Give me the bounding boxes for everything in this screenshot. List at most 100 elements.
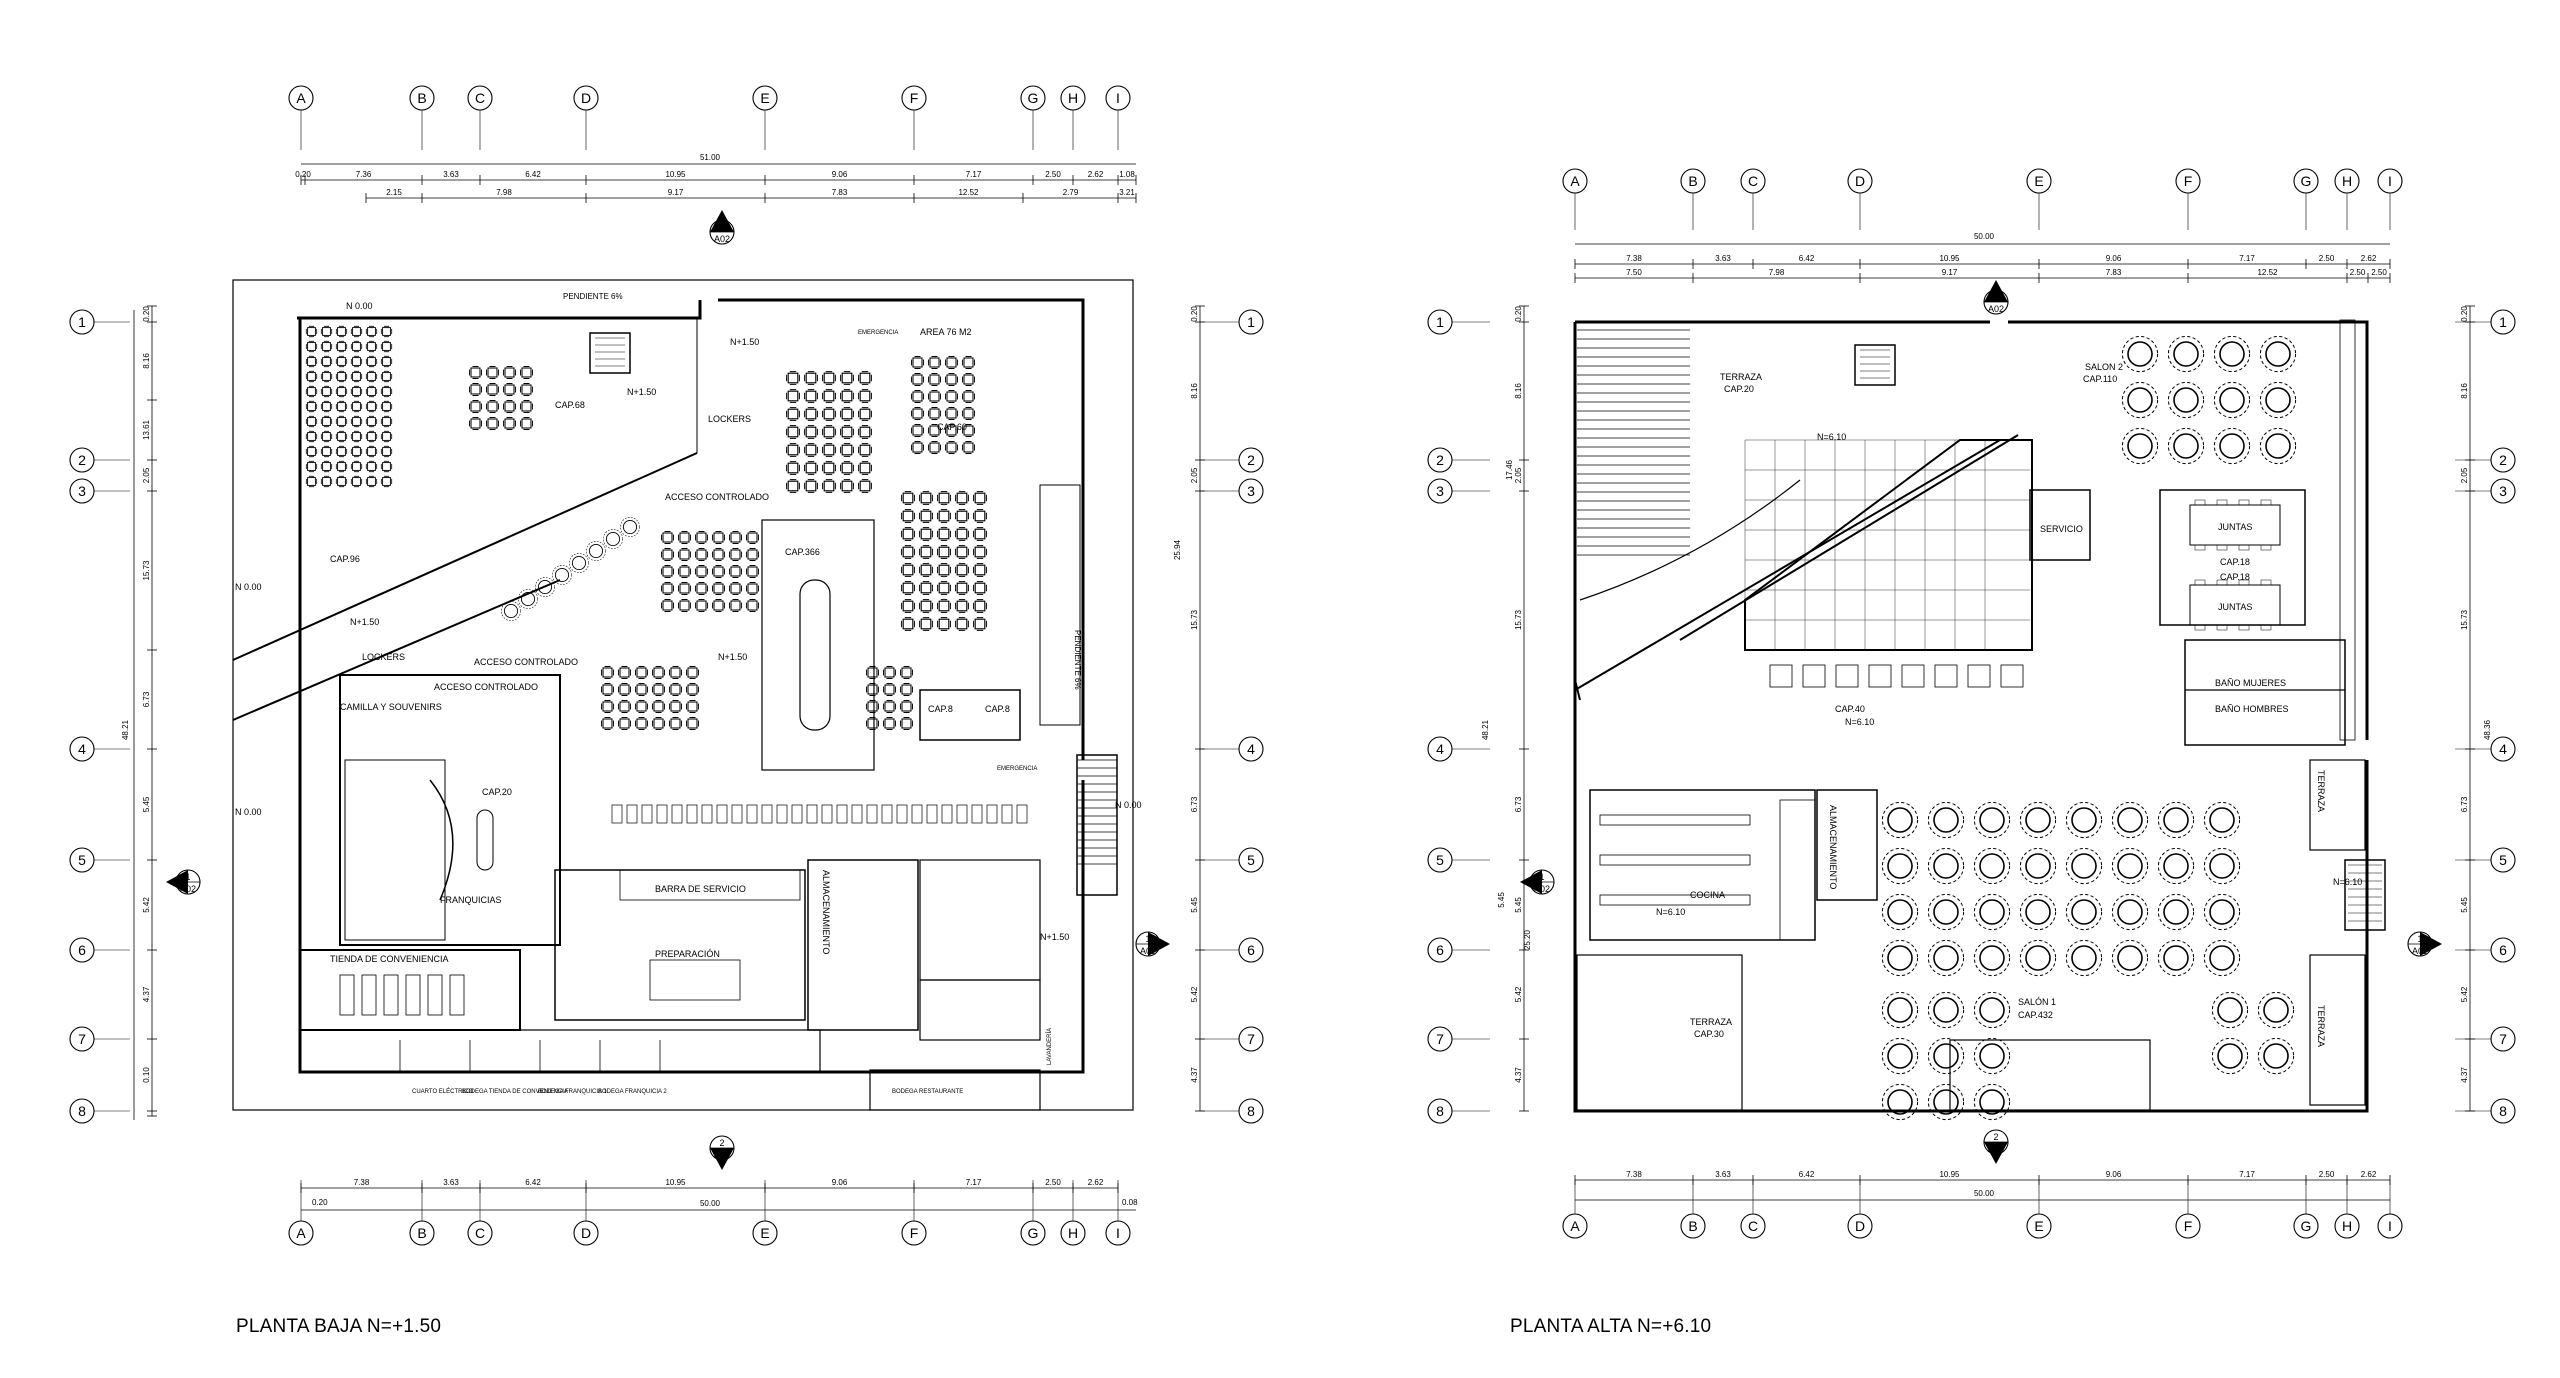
dining-seat: [786, 407, 800, 421]
room-label-cocina: COCINA: [1690, 890, 1725, 900]
dim-bottom-row1-label: 7.17: [966, 1178, 982, 1187]
dining-seat: [919, 509, 933, 523]
grid-bubble-right-7-label: 7: [2499, 1031, 2507, 1047]
dining-seat: [685, 682, 700, 697]
dining-seat: [910, 355, 925, 370]
salon1-round-table: [2065, 847, 2103, 885]
grid-bubble-right-4-label: 4: [1247, 741, 1255, 757]
salon2-round-table: [2259, 427, 2297, 465]
dim-top-row1-label: 9.06: [2106, 254, 2122, 263]
dining-seat: [634, 699, 649, 714]
dining-seat: [694, 564, 709, 579]
salon2-round-table: [2167, 335, 2205, 373]
salon1-round-table: [1927, 1083, 1965, 1121]
dining-seat: [660, 564, 675, 579]
grid-bubble-left-5-label: 5: [1436, 852, 1444, 868]
dim-left-inner-label: 0.10: [142, 1067, 151, 1083]
dining-seat: [320, 415, 333, 428]
dining-seat: [745, 530, 760, 545]
room-label-terraza30cap: CAP.30: [1694, 1029, 1724, 1039]
salon2-round-table: [2167, 427, 2205, 465]
dim-top-row1-label: 10.95: [665, 170, 686, 179]
dining-seat: [694, 530, 709, 545]
lounge-round-table: [500, 600, 522, 622]
room-label-cap20: CAP.20: [482, 787, 512, 797]
dining-seat: [320, 400, 333, 413]
bench-seat: [776, 804, 788, 824]
dim-bottom-row1-label: 7.38: [354, 1178, 370, 1187]
dim-bottom-row1-label: 2.50: [1045, 1178, 1061, 1187]
dining-seat: [711, 581, 726, 596]
grid-bubble-right-2-label: 2: [2499, 452, 2507, 468]
dining-seat: [822, 371, 836, 385]
cocina-counter: [1599, 894, 1751, 906]
grid-bubble-bottom-B-label: B: [1688, 1218, 1697, 1234]
section-arrow: [166, 870, 188, 894]
dining-seat: [955, 527, 969, 541]
bench-seat: [716, 804, 728, 824]
bench-seat: [851, 804, 863, 824]
dining-seat: [840, 389, 854, 403]
section-reference: A02: [714, 234, 730, 244]
grid-bubble-bottom-C-label: C: [1748, 1218, 1758, 1234]
room-label-bano_m: BAÑO MUJERES: [2215, 678, 2286, 688]
dining-seat: [350, 445, 363, 458]
salon1-round-table: [2157, 801, 2195, 839]
bench-seat: [626, 804, 638, 824]
room-label-juntas_a: JUNTAS: [2218, 522, 2252, 532]
dim-top-row1-label: 9.06: [832, 170, 848, 179]
dining-seat: [485, 399, 500, 414]
salon1-round-table: [2257, 1037, 2295, 1075]
dining-seat: [927, 406, 942, 421]
dim-right-inner-label: 4.37: [2460, 1067, 2469, 1083]
section-mark-left: 1A02: [166, 869, 201, 895]
room-label-bodega1: BODEGA TIENDA DE CONVENIENCIA: [462, 1089, 568, 1095]
dining-seat: [899, 682, 914, 697]
room-label-n610_a: N=6.10: [1817, 432, 1846, 442]
terraza-right-2: [2309, 954, 2366, 1106]
dining-seat: [937, 599, 951, 613]
room-label-terraza20: TERRAZA: [1720, 372, 1762, 382]
salon1-round-table: [2019, 847, 2057, 885]
bench-seat: [1001, 804, 1013, 824]
dim-top-row1-label: 6.42: [1799, 254, 1815, 263]
dining-seat: [365, 370, 378, 383]
room-label-bano_h: BAÑO HOMBRES: [2215, 704, 2289, 714]
bench-seat: [836, 804, 848, 824]
dim-top-row1-label: 2.50: [1045, 170, 1061, 179]
bench-seat: [671, 804, 683, 824]
dim-left-sub: 25.20: [1523, 929, 1532, 950]
dining-seat: [380, 385, 393, 398]
dining-seat: [350, 355, 363, 368]
dining-seat: [919, 491, 933, 505]
section-number: 2: [719, 1138, 724, 1148]
dining-seat: [468, 365, 483, 380]
dining-seat: [600, 716, 615, 731]
dining-seat: [305, 385, 318, 398]
chair: [2260, 499, 2272, 506]
dining-seat: [804, 461, 818, 475]
dining-seat: [365, 445, 378, 458]
dining-seat: [305, 370, 318, 383]
dining-seat: [973, 599, 987, 613]
dining-seat: [694, 547, 709, 562]
bench-seat: [1016, 804, 1028, 824]
dining-seat: [335, 355, 348, 368]
dining-seat: [822, 443, 836, 457]
room-label-barra: BARRA DE SERVICIO: [655, 884, 746, 894]
dining-seat: [840, 371, 854, 385]
grid-bubble-top-D-label: D: [1855, 173, 1865, 189]
dining-seat: [961, 406, 976, 421]
dining-seat: [365, 400, 378, 413]
room-label-salon2: SALON 2: [2085, 362, 2123, 372]
dim-top-row2-label: 7.83: [832, 188, 848, 197]
grid-bubble-right-3-label: 3: [1247, 483, 1255, 499]
dining-seat: [910, 389, 925, 404]
dining-seat: [380, 325, 393, 338]
dim-top-row1-label: 3.63: [1715, 254, 1731, 263]
ramp-block: [1039, 484, 1081, 726]
dining-seat: [901, 527, 915, 541]
lounge-seat: [2000, 664, 2024, 688]
dim-right-inner-label: 2.05: [2460, 467, 2469, 483]
